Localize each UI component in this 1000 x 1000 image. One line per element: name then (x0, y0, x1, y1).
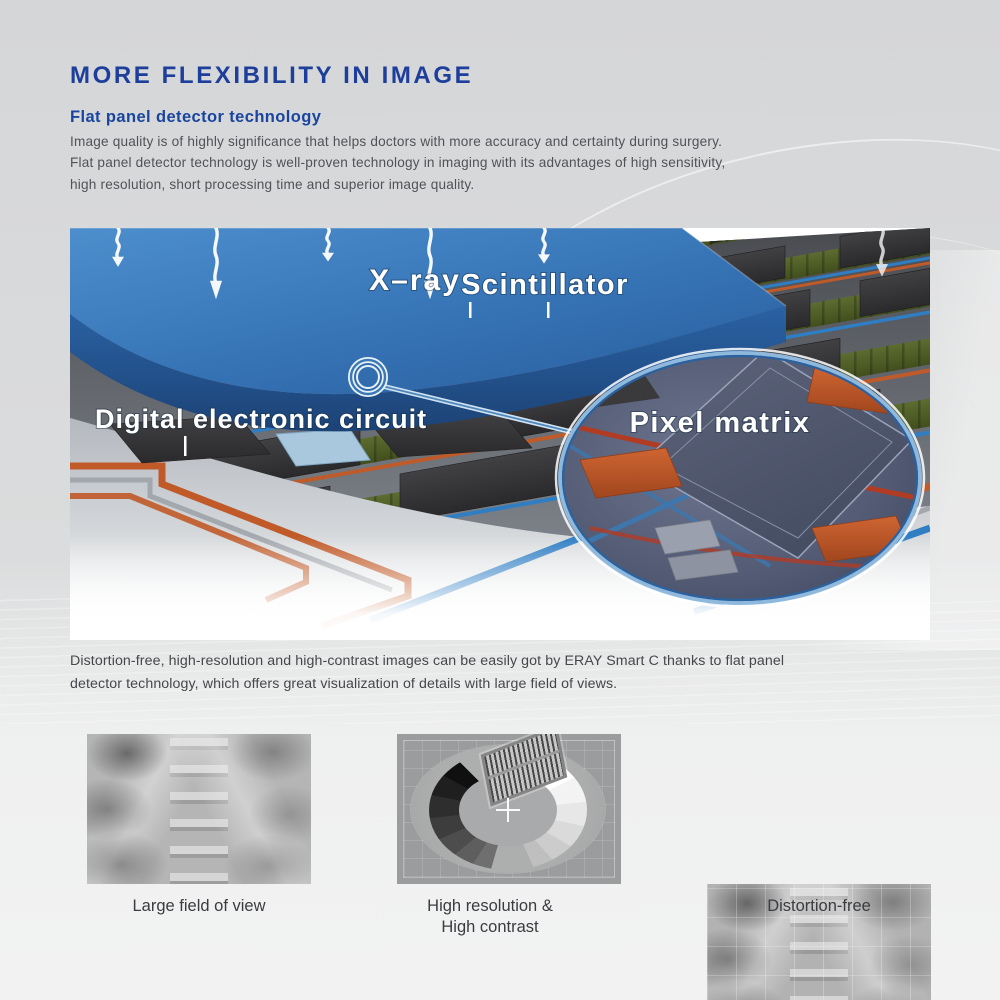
pixel-pad (579, 447, 683, 499)
scintillator-label-tick (547, 302, 550, 318)
feature-image-resolution-phantom (397, 734, 621, 884)
phantom-center (459, 774, 557, 846)
label-xray: X–ray (369, 264, 461, 297)
phantom-grayscale-ring (429, 750, 587, 870)
magnifier-callout (348, 357, 573, 435)
pixel-matrix-lens: Pixel matrix (554, 347, 926, 609)
label-pixel-matrix: Pixel matrix (630, 407, 811, 439)
section-subtitle: Flat panel detector technology (70, 108, 322, 126)
feature-caption: Distortion-free (767, 897, 871, 915)
body-paragraph: Distortion-free, high-resolution and hig… (70, 653, 785, 692)
detector-diagram: X–ray Scintillator Digital electronic ci… (70, 228, 930, 640)
feature-image-large-field-of-view (87, 734, 311, 884)
phantom-linepair-target (478, 734, 570, 810)
xray-label-tick (469, 302, 472, 318)
foreground-chips (109, 409, 533, 467)
phantom-grid (403, 740, 615, 878)
label-digital-circuit: Digital electronic circuit (95, 404, 427, 434)
crosshair-icon (496, 798, 520, 822)
feature-image-distortion-free (707, 884, 931, 1000)
scintillator-slab (70, 228, 787, 432)
page-title: MORE FLEXIBILITY IN IMAGE (70, 62, 474, 89)
feature-caption: Large field of view (132, 897, 266, 915)
phantom-disc (411, 745, 605, 873)
circuit-label-tick (184, 436, 187, 456)
label-scintillator: Scintillator (461, 269, 629, 301)
intro-paragraph: Image quality is of highly significance … (70, 134, 726, 192)
feature-caption: High resolution & High contrast (427, 897, 553, 937)
